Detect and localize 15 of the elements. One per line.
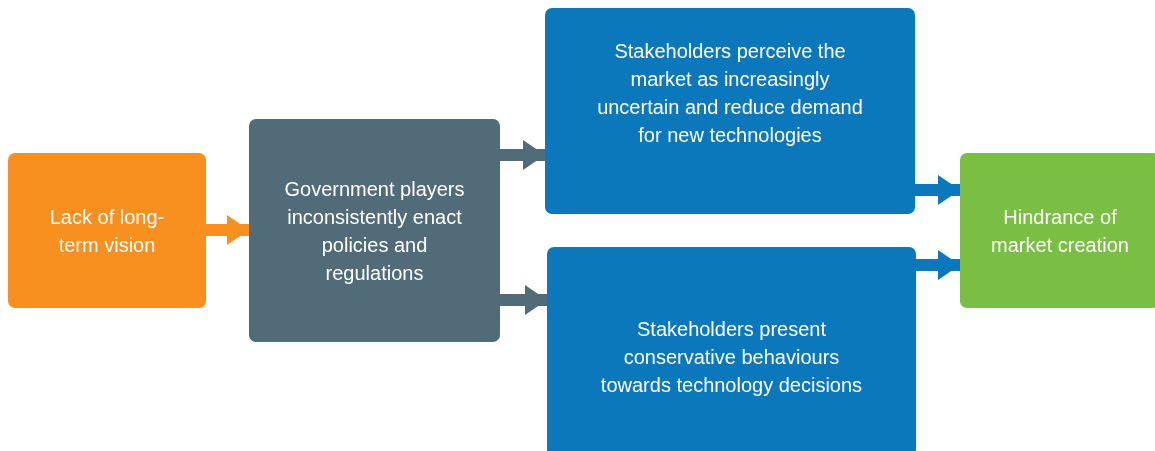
box-text: Stakeholders present conservative behaviours towards technology decisions — [599, 317, 864, 398]
arrow — [206, 215, 249, 245]
process-box — [249, 119, 500, 342]
process-box — [545, 8, 915, 214]
process-box — [547, 247, 916, 451]
arrow — [500, 140, 545, 170]
arrow — [500, 285, 547, 315]
box-text: Government players inconsistently enact policies and regulations — [283, 176, 466, 286]
arrow — [915, 175, 960, 205]
arrow — [916, 250, 960, 280]
process-box — [960, 153, 1155, 308]
box-text: Lack of long-term vision — [48, 204, 166, 258]
box-text: Stakeholders perceive the market as increasingly uncertain and reduce demand for new technologies — [596, 39, 864, 148]
box-text: Hindrance of market creation — [990, 204, 1130, 258]
process-box — [8, 153, 206, 308]
